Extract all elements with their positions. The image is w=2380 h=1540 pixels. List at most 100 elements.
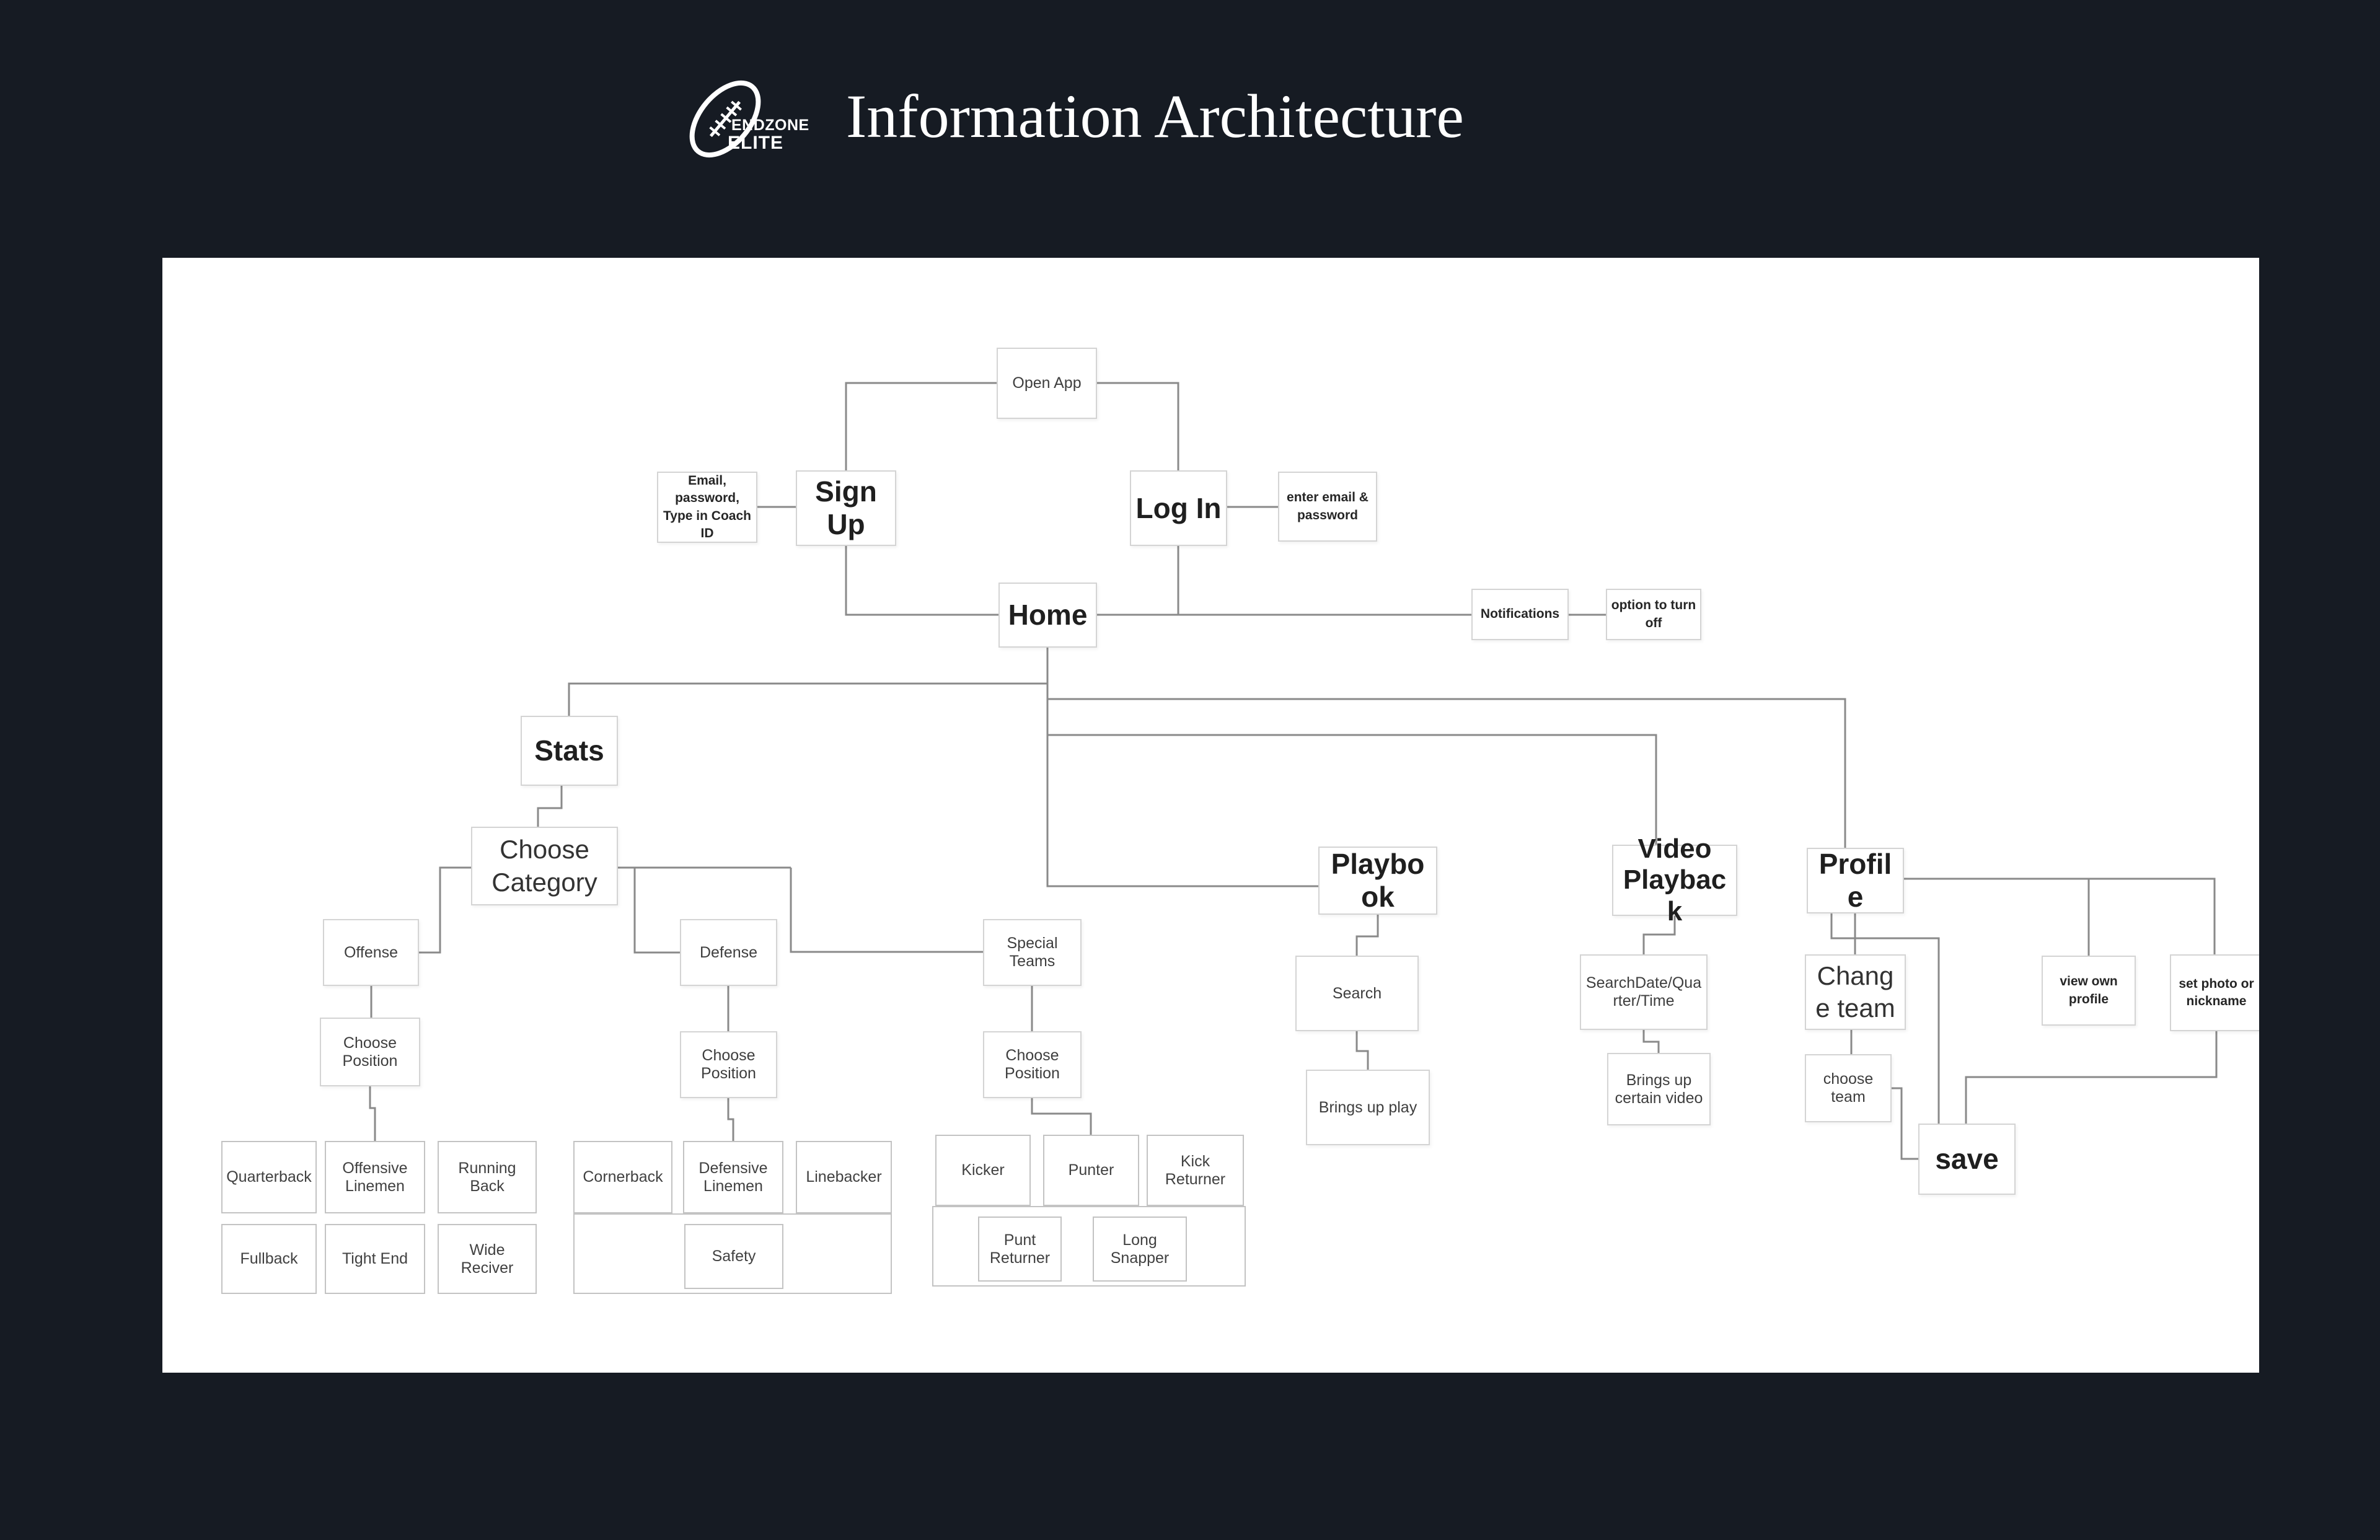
node-label: Brings up certain video [1615, 1071, 1703, 1107]
node-label: Sign Up [815, 475, 877, 540]
node-label: Punt Returner [989, 1231, 1051, 1267]
node-label: SearchDate/Quarter/Time [1585, 974, 1702, 1010]
node-home: Home [998, 583, 1097, 648]
node-label: enter email & password [1287, 490, 1368, 522]
node-label: Quarterback [226, 1168, 312, 1186]
node-label: view own profile [2060, 974, 2118, 1006]
node-brings-up-play: Brings up play [1306, 1070, 1430, 1145]
cell-kicker: Kicker [935, 1135, 1031, 1206]
cell-punt-returner: Punt Returner [978, 1217, 1062, 1282]
node-choose-category: Choose Category [471, 827, 618, 905]
diagram-canvas: Open App Email, password, Type in Coach … [162, 258, 2259, 1373]
cell-defensive-linemen: Defensive Linemen [683, 1141, 783, 1213]
connector [1642, 1030, 1660, 1053]
cell-offensive-linemen: Offensive Linemen [325, 1141, 425, 1213]
connector [845, 546, 998, 616]
node-notifications: Notifications [1471, 589, 1569, 640]
node-label: Notifications [1480, 607, 1560, 622]
cell-kick-returner: Kick Returner [1147, 1135, 1244, 1206]
node-label: Wide Reciver [461, 1241, 514, 1277]
cell-safety: Safety [684, 1224, 783, 1289]
node-label: Kick Returner [1165, 1152, 1226, 1188]
note-login-credentials: enter email & password [1278, 472, 1377, 542]
cell-long-snapper: Long Snapper [1093, 1217, 1187, 1282]
node-label: Profile [1818, 848, 1892, 913]
node-label: Linebacker [806, 1168, 882, 1186]
node-log-in: Log In [1130, 470, 1227, 546]
node-label: Choose Position [1005, 1047, 1060, 1082]
connector [1642, 916, 1676, 954]
node-label: set photo or nickname [2179, 976, 2254, 1008]
cell-running-back: Running Back [438, 1141, 537, 1213]
node-label: Kicker [961, 1161, 1005, 1179]
cell-tight-end: Tight End [325, 1224, 425, 1294]
cell-punter: Punter [1043, 1135, 1139, 1206]
connector [1046, 648, 1318, 887]
connector [1965, 1031, 2218, 1124]
node-choose-team: choose team [1805, 1054, 1892, 1122]
node-view-own-profile: view own profile [2042, 956, 2136, 1026]
node-label: Log In [1135, 491, 1222, 524]
logo-text-elite: ELITE [728, 133, 783, 153]
note-signup-credentials: Email, password, Type in Coach ID [657, 472, 757, 543]
node-brings-up-video: Brings up certain video [1607, 1053, 1711, 1125]
connector [790, 868, 983, 953]
node-label: Search [1332, 984, 1382, 1002]
cell-quarterback: Quarterback [221, 1141, 317, 1213]
node-label: Fullback [240, 1250, 298, 1267]
node-label: Punter [1068, 1161, 1114, 1179]
connector [1355, 1031, 1369, 1070]
node-label: Stats [534, 734, 604, 767]
logo-text-endzone: ENDZONE [731, 117, 809, 134]
connector-lines [369, 382, 2218, 1160]
connector [1892, 1087, 1918, 1160]
node-label: Running Back [458, 1159, 516, 1195]
cell-wide-reciver: Wide Reciver [438, 1224, 537, 1294]
connector [1031, 1098, 1092, 1135]
node-label: Cornerback [583, 1168, 663, 1186]
node-label: Choose Category [491, 835, 597, 897]
node-label: Change team [1815, 961, 1895, 1023]
node-label: Defense [699, 943, 758, 961]
node-label: option to turn off [1611, 598, 1696, 630]
connector [1904, 878, 2216, 954]
connector [1047, 734, 1657, 845]
page-title: Information Architecture [846, 82, 1464, 151]
node-label: Brings up play [1318, 1098, 1417, 1116]
connector [633, 868, 680, 954]
node-profile: Profile [1807, 848, 1904, 913]
node-label: choose team [1823, 1070, 1874, 1106]
node-label: Defensive Linemen [699, 1159, 768, 1195]
connector [568, 682, 1047, 716]
cell-fullback: Fullback [221, 1224, 317, 1294]
connector [845, 382, 997, 470]
node-label: Open App [1012, 374, 1082, 392]
node-playbook: Playbook [1318, 847, 1437, 915]
node-label: Special Teams [1007, 935, 1058, 970]
node-defense: Defense [680, 919, 777, 986]
node-turn-off-option: option to turn off [1606, 589, 1701, 640]
connector [1097, 382, 1179, 470]
node-change-team: Change team [1805, 954, 1906, 1030]
node-sign-up: Sign Up [796, 470, 896, 546]
node-label: save [1935, 1143, 1999, 1176]
cell-linebacker: Linebacker [796, 1141, 892, 1213]
connector [727, 1098, 734, 1141]
cell-cornerback: Cornerback [573, 1141, 672, 1213]
node-save: save [1918, 1124, 2016, 1195]
node-video-playback: Video Playback [1612, 834, 1737, 926]
connector [419, 866, 471, 954]
connector [1830, 913, 1940, 1124]
node-label: Choose Position [342, 1034, 398, 1070]
node-choose-position-special: Choose Position [983, 1031, 1082, 1098]
node-label: Playbook [1331, 848, 1425, 913]
node-choose-position-defense: Choose Position [680, 1031, 777, 1098]
node-set-photo-nickname: set photo or nickname [2170, 954, 2259, 1031]
node-label: Choose Position [701, 1047, 756, 1082]
connector [1355, 915, 1379, 956]
node-label: Offense [343, 943, 399, 961]
node-open-app: Open App [997, 348, 1097, 419]
node-stats: Stats [521, 716, 618, 786]
node-choose-position-offense: Choose Position [320, 1018, 420, 1086]
